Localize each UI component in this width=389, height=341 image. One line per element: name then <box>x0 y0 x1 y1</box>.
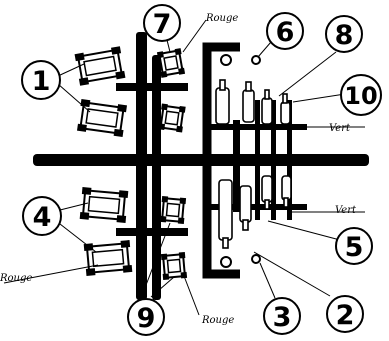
callout-4: 4 <box>22 196 62 236</box>
callout-8: 8 <box>325 15 363 53</box>
leader-lines <box>3 19 365 316</box>
callout-6: 6 <box>266 12 304 50</box>
svg-text:3: 3 <box>273 302 292 333</box>
svg-text:1: 1 <box>32 66 51 97</box>
callout-5: 5 <box>335 227 373 265</box>
part-7-bottom <box>157 102 187 134</box>
main-horizontal-rail <box>33 154 369 166</box>
svg-text:10: 10 <box>344 82 377 110</box>
right-bracket-frame <box>202 42 240 279</box>
upper-tubes <box>215 79 291 125</box>
svg-text:4: 4 <box>33 202 52 233</box>
svg-text:6: 6 <box>276 17 295 48</box>
label-rouge-top: Rouge <box>205 13 238 24</box>
part-9-top <box>158 195 188 225</box>
bracket-inner-post <box>233 120 240 212</box>
label-rouge-left: Rouge <box>0 273 32 284</box>
left-vertical-rail <box>136 32 147 300</box>
ring-bottom <box>220 256 232 268</box>
part-group-1-bottom <box>75 97 129 139</box>
callout-9: 9 <box>127 298 165 336</box>
label-rouge-bottom: Rouge <box>201 315 234 326</box>
mid-vertical-rail <box>152 55 161 300</box>
svg-text:7: 7 <box>153 9 172 40</box>
callout-7: 7 <box>143 4 181 42</box>
ring-bottom-small <box>251 254 261 264</box>
label-vert-bottom: Vert <box>335 205 357 216</box>
right-post-3 <box>287 100 292 220</box>
crossbar-upper-left <box>116 83 188 91</box>
callout-2: 2 <box>326 295 364 333</box>
part-group-4-top <box>78 186 130 224</box>
right-post-1 <box>255 100 260 220</box>
part-9-bottom <box>159 251 189 281</box>
svg-text:9: 9 <box>137 303 156 334</box>
part-group-4-bottom <box>82 239 134 277</box>
right-post-2 <box>271 100 276 220</box>
svg-text:5: 5 <box>345 232 364 263</box>
crossbar-lower-left <box>116 228 188 236</box>
callout-3: 3 <box>263 297 301 335</box>
svg-text:8: 8 <box>335 20 354 51</box>
callout-1: 1 <box>21 60 61 100</box>
svg-text:2: 2 <box>336 300 355 331</box>
lower-tubes <box>218 175 292 249</box>
ring-top-small <box>251 55 261 65</box>
callout-10: 10 <box>340 74 382 116</box>
part-group-1-top <box>73 45 127 87</box>
part-7-top <box>155 47 187 79</box>
label-vert-top: Vert <box>329 123 351 134</box>
ring-top <box>220 54 232 66</box>
